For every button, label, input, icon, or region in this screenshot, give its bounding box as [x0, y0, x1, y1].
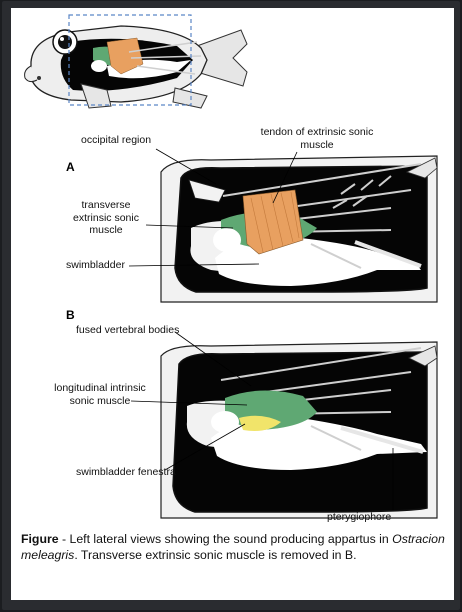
label-transverse-muscle: transverse extrinsic sonic muscle — [63, 199, 149, 237]
panel-a-illustration — [129, 149, 437, 302]
panel-a-label: A — [66, 160, 75, 174]
label-fused-vertebral: fused vertebral bodies — [76, 324, 179, 337]
label-occipital-region: occipital region — [81, 134, 151, 147]
label-swimbladder-fenestra: swimbladder fenestra — [76, 466, 176, 479]
label-longitudinal-muscle: longitudinal intrinsic sonic muscle — [43, 382, 157, 407]
label-pterygiophore: pterygiophore — [327, 511, 391, 524]
figure-caption: Figure - Left lateral views showing the … — [21, 532, 446, 563]
caption-prefix: Figure — [21, 532, 59, 546]
label-swimbladder: swimbladder — [66, 259, 125, 272]
overview-fish — [25, 15, 247, 108]
panel-b-label: B — [66, 308, 75, 322]
panel-b-illustration — [131, 332, 437, 518]
caption-text-a: - Left lateral views showing the sound p… — [59, 532, 393, 546]
label-tendon: tendon of extrinsic sonic muscle — [247, 126, 387, 151]
caption-text-b: . Transverse extrinsic sonic muscle is r… — [74, 548, 356, 562]
overview-ball — [91, 60, 107, 72]
a-ball — [213, 228, 241, 252]
figure-panel: A B occipital region tendon of extrinsic… — [11, 8, 454, 600]
